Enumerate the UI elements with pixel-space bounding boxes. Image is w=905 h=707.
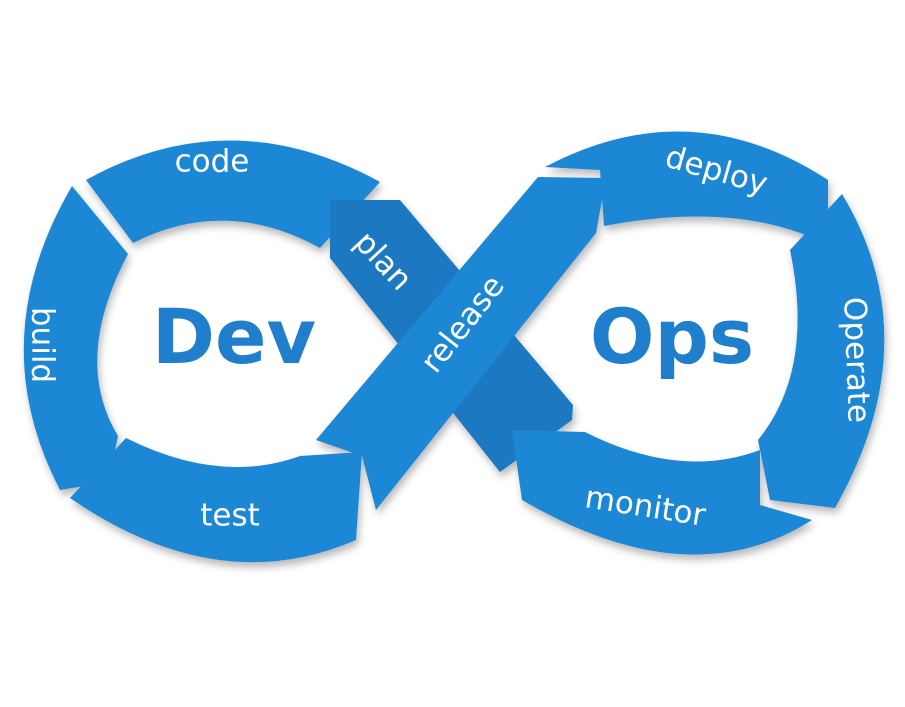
code-label: code [175,144,250,180]
segment-operate [758,194,885,508]
ops-label: Ops [590,292,754,381]
segment-deploy [545,131,828,245]
segment-code [86,140,380,248]
test-label: test [200,498,260,534]
segment-monitor [512,430,812,555]
build-label: build [25,307,61,383]
operate-label: Operate [836,296,876,423]
segment-build [23,186,128,490]
dev-label: Dev [152,292,316,381]
segment-test [70,438,362,563]
segment-release [316,177,606,510]
